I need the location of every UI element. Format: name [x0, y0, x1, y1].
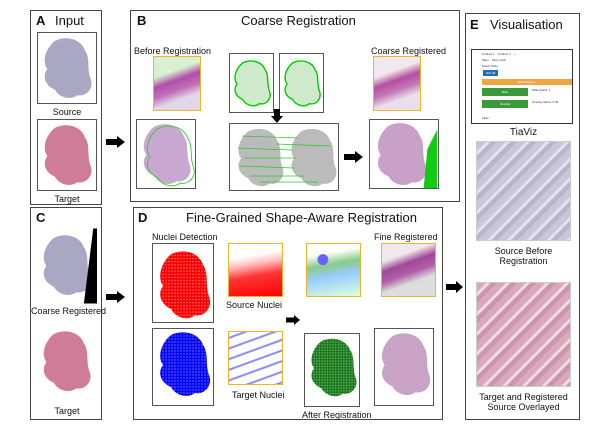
arrow-right-icon	[446, 281, 463, 293]
panel-title: Visualisation	[490, 17, 563, 32]
tiaviz-slide-alpha: Slide Alpha: 1	[532, 88, 551, 92]
target-image	[37, 324, 97, 404]
tiaviz-subtab: More Opts	[492, 58, 507, 62]
source-nuclei-map	[152, 243, 214, 323]
target-slide-image	[37, 119, 97, 191]
source-before-image	[476, 141, 571, 241]
arrow-right-icon	[106, 136, 125, 148]
panel-letter: E	[470, 17, 479, 32]
arrow-right-icon	[106, 291, 125, 303]
target-caption: Target	[54, 406, 80, 416]
coarse-registered-overlay	[369, 119, 439, 189]
source-nuclei-zoom	[228, 243, 283, 297]
arrow-right-icon	[344, 151, 363, 163]
panel-title: Fine-Grained Shape-Aware Registration	[186, 210, 417, 225]
source-before-caption: Source Before Registration	[494, 246, 553, 266]
after-registration-zoom	[306, 243, 361, 297]
tiaviz-slide-chip: WLI.tiff	[483, 70, 499, 76]
contour-matching-image	[229, 123, 339, 191]
after-registration-caption: After Registration	[302, 410, 372, 420]
source-nuclei-caption: Source Nuclei	[226, 300, 283, 310]
panel-letter: B	[137, 13, 147, 28]
target-nuclei-zoom	[228, 331, 283, 385]
tiaviz-slide-btn: Slide	[482, 88, 528, 96]
panel-title: Input	[55, 13, 84, 28]
before-zoom-inset	[153, 56, 201, 111]
tiaviz-tab: window 2	[498, 52, 511, 56]
panel-visualisation: E Visualisation window 1 window 2 + Main…	[465, 13, 580, 420]
coarse-registered-image	[37, 226, 97, 306]
overlay-image	[476, 282, 571, 387]
arrow-down-icon	[271, 109, 283, 123]
before-registration-overlay	[136, 119, 196, 189]
tiaviz-tab: +	[514, 52, 516, 56]
target-contour-image	[279, 53, 324, 113]
tiaviz-filter: Filter:	[482, 116, 490, 120]
panel-letter: D	[138, 210, 148, 225]
tiaviz-overlay-alpha: Overlay Alpha: 0.45	[532, 100, 559, 104]
panel-fine-registration: D Fine-Grained Shape-Aware Registration …	[133, 207, 443, 420]
source-contour-image	[229, 53, 274, 113]
panel-letter: C	[36, 210, 46, 225]
panel-letter: A	[36, 13, 46, 28]
target-caption: Target	[54, 194, 80, 204]
coarse-registered-caption: Coarse Registered	[371, 46, 447, 56]
panel-coarse-registration: B Coarse Registration Before Registratio…	[130, 10, 460, 202]
tiaviz-subtab: Main	[482, 58, 489, 62]
source-caption: Source	[52, 107, 82, 117]
tiaviz-label: Select Slide:	[482, 64, 499, 68]
after-registration-map	[304, 333, 360, 407]
coarse-registered-caption: Coarse Registered	[31, 306, 107, 316]
fine-registered-overlay	[374, 328, 434, 406]
before-registration-caption: Before Registration	[134, 46, 212, 56]
tiaviz-caption: TiaViz	[509, 127, 538, 138]
coarse-zoom-inset	[373, 56, 421, 111]
target-nuclei-map	[152, 328, 214, 406]
panel-coarse-output: C Coarse Registered Target	[30, 207, 107, 420]
source-slide-image	[37, 32, 97, 104]
tiaviz-screenshot: window 1 window 2 + Main More Opts Selec…	[471, 49, 573, 124]
overlay-caption: Target and Registered Source Overlayed	[479, 392, 568, 412]
panel-title: Coarse Registration	[241, 13, 356, 28]
fine-registered-zoom	[381, 243, 436, 297]
tiaviz-add-overlay: Add Overlay +	[482, 79, 572, 85]
tiaviz-overlay-btn: Overlay	[482, 100, 528, 108]
panel-input: A Input Source Target	[30, 10, 102, 205]
arrow-right-icon	[286, 315, 300, 325]
target-nuclei-caption: Target Nuclei	[232, 390, 285, 400]
fine-registered-caption: Fine Registered	[374, 232, 438, 242]
tiaviz-tab: window 1	[482, 52, 495, 56]
nuclei-detection-caption: Nuclei Detection	[152, 232, 218, 242]
